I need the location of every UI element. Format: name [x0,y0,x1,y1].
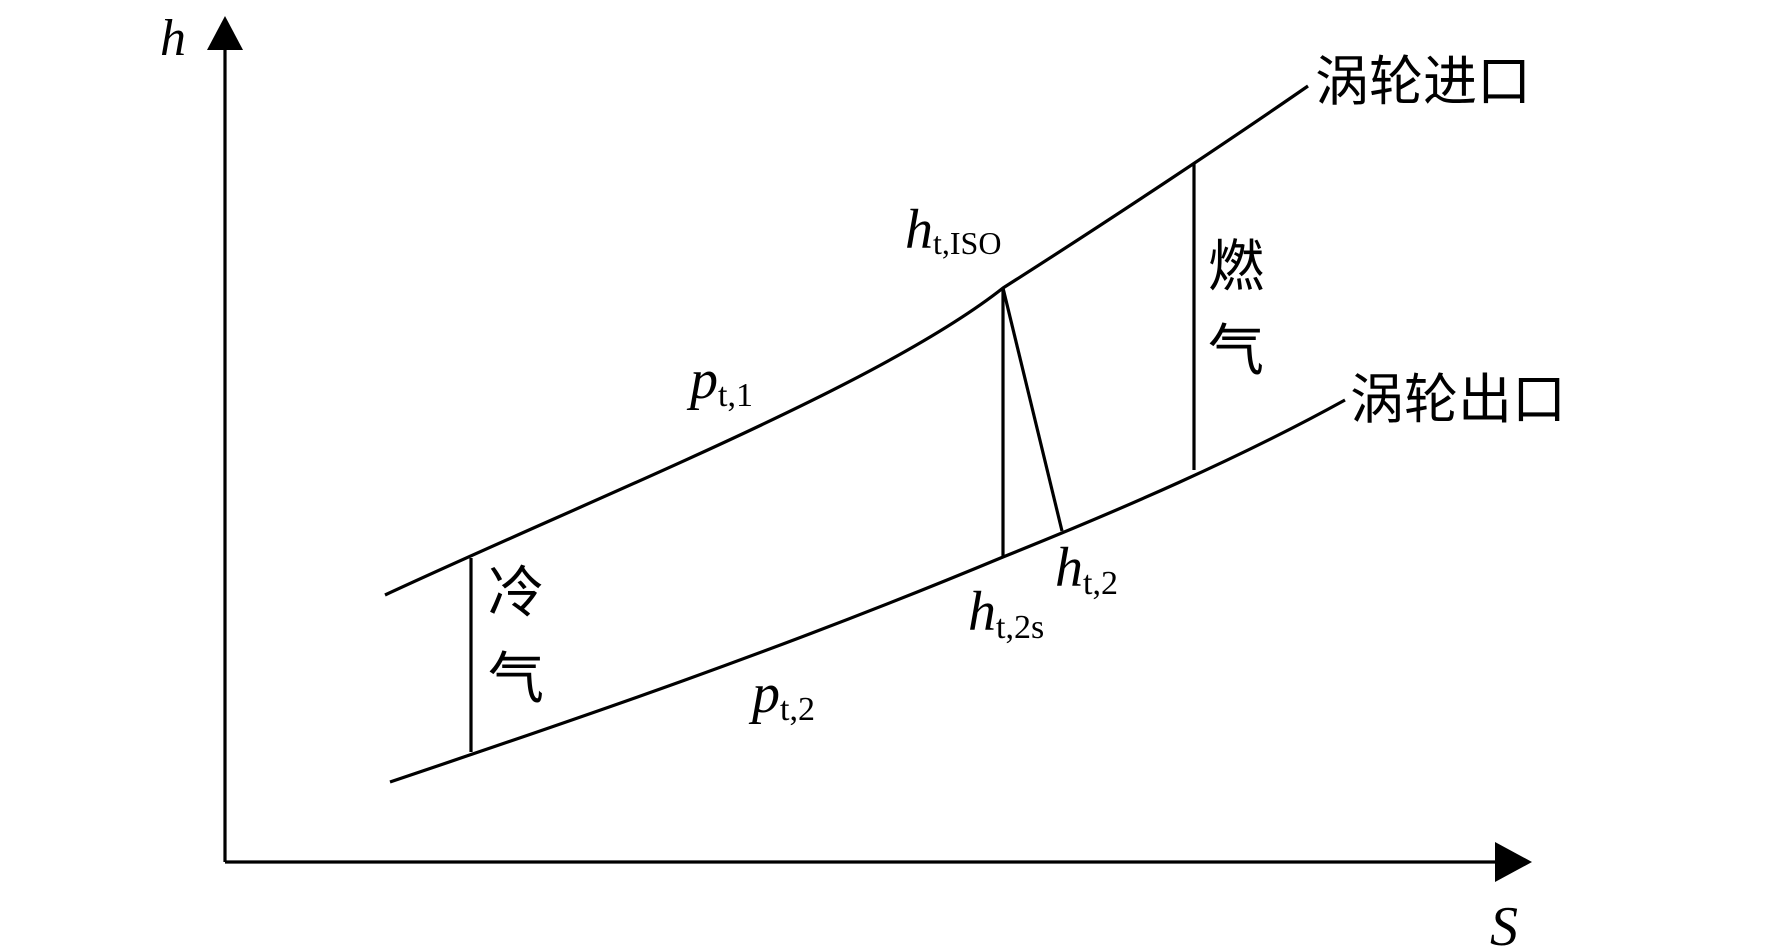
label-ht2-sub: t,2 [1083,565,1118,602]
combustion-gas-label-2: 气 [1208,319,1264,384]
y-axis-label: h [160,10,186,67]
turbine-outlet-label: 涡轮出口 [1350,368,1566,431]
label-pt2-sub: t,2 [780,691,815,728]
label-pt2-main: p [748,663,780,725]
label-ht-iso-main: h [905,199,933,261]
label-ht-iso: ht,ISO [905,199,1001,261]
turbine-inlet-label: 涡轮进口 [1315,50,1531,113]
label-ht2-main: h [1055,537,1083,599]
label-ht2: ht,2 [1055,537,1118,602]
combustion-gas-label-1: 燃 [1208,235,1264,300]
label-pt1-sub: t,1 [718,377,753,414]
x-axis-label: S [1490,896,1518,952]
label-pt1: pt,1 [686,349,753,414]
cold-air-label-2: 气 [488,647,544,712]
label-ht2s: ht,2s [968,581,1044,646]
y-axis-arrow [207,16,243,50]
actual-expansion-curve [1001,287,1064,532]
isobar-pt2-curve [389,398,1346,784]
x-axis-arrow [1495,842,1532,882]
label-pt1-main: p [686,349,718,411]
isobar-pt1-curve [384,84,1309,597]
label-ht2s-main: h [968,581,996,643]
cold-air-label-1: 冷 [488,561,544,626]
label-pt2: pt,2 [748,663,815,728]
label-ht2s-sub: t,2s [996,609,1044,646]
label-ht-iso-sub: t,ISO [933,225,1001,261]
